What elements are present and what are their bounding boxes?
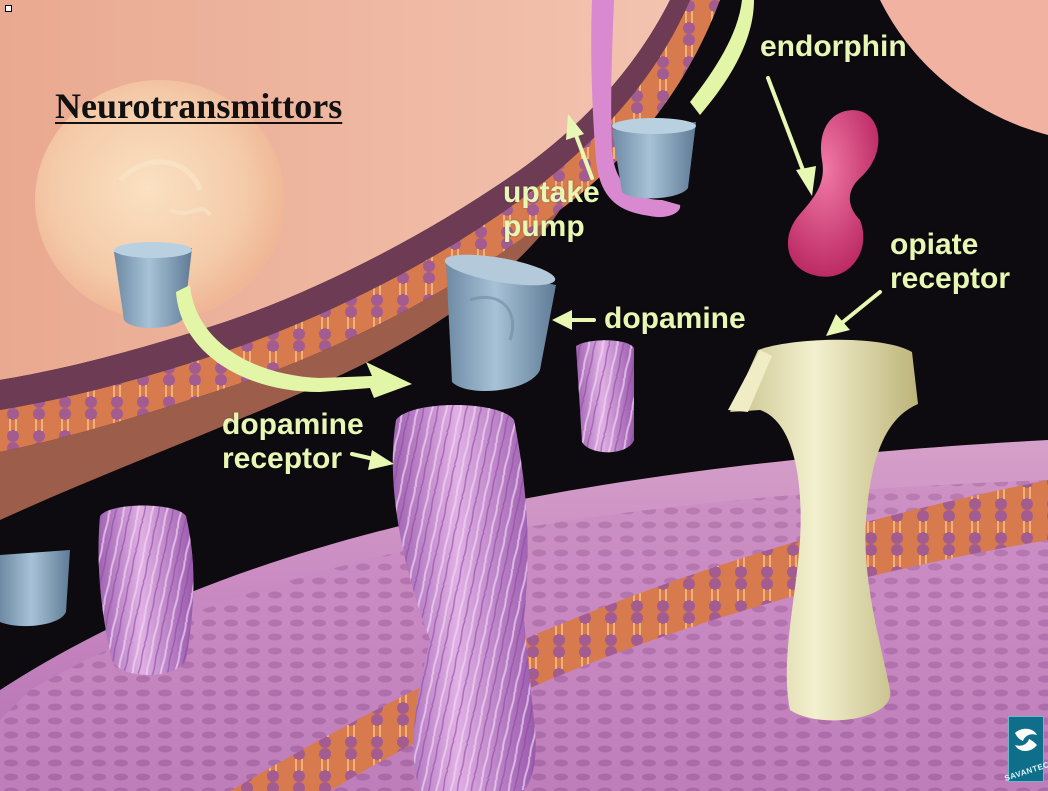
endorphin-label: endorphin — [760, 30, 907, 64]
opiate-receptor-label: opiate receptor — [890, 228, 1010, 296]
dopamine-receptor-line1: dopamine — [222, 408, 364, 442]
dopamine-label-text: dopamine — [604, 302, 746, 336]
opiate-receptor-line1: opiate — [890, 228, 1010, 262]
savantec-logo: SAVANTEC — [1008, 716, 1044, 782]
uptake-pump-label: uptake pump — [503, 176, 600, 244]
page-title: Neurotransmittors — [55, 85, 342, 127]
dopamine-receptor-label: dopamine receptor — [222, 408, 364, 476]
uptake-pump-line2: pump — [503, 210, 600, 244]
selection-handle — [5, 5, 12, 12]
endorphin-label-text: endorphin — [760, 30, 907, 64]
dopamine-label: dopamine — [604, 302, 746, 336]
dopamine-receptor-line2: receptor — [222, 442, 364, 476]
savantec-logo-icon — [1011, 723, 1041, 757]
opiate-receptor-line2: receptor — [890, 262, 1010, 296]
uptake-pump-line1: uptake — [503, 176, 600, 210]
